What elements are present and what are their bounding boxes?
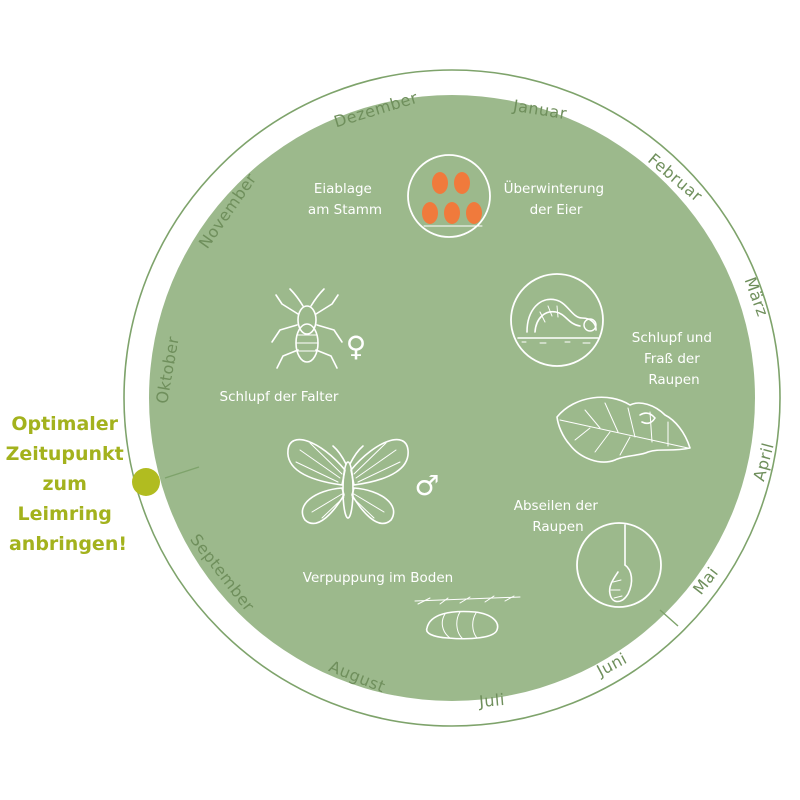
month-maerz: März <box>741 275 773 320</box>
callout-line-2: Zeitupunkt <box>6 443 124 465</box>
callout-line-3: zum <box>42 473 86 495</box>
tick-mai-juni <box>660 610 678 626</box>
callout-line-1: Optimaler <box>11 413 118 435</box>
callout-marker <box>132 468 160 496</box>
female-symbol: ♀ <box>346 330 367 363</box>
callout-line-4: Leimring <box>18 503 112 525</box>
stage-verpuppung: Verpuppung im Boden <box>303 570 453 586</box>
callout-line-5: anbringen! <box>9 533 127 555</box>
stage-schlupf-falter: Schlupf der Falter <box>220 389 339 405</box>
month-juli: Juli <box>477 690 505 711</box>
male-symbol: ♂ <box>414 469 439 502</box>
callout-text: Optimaler Zeitupunkt zum Leimring anbrin… <box>6 413 131 555</box>
